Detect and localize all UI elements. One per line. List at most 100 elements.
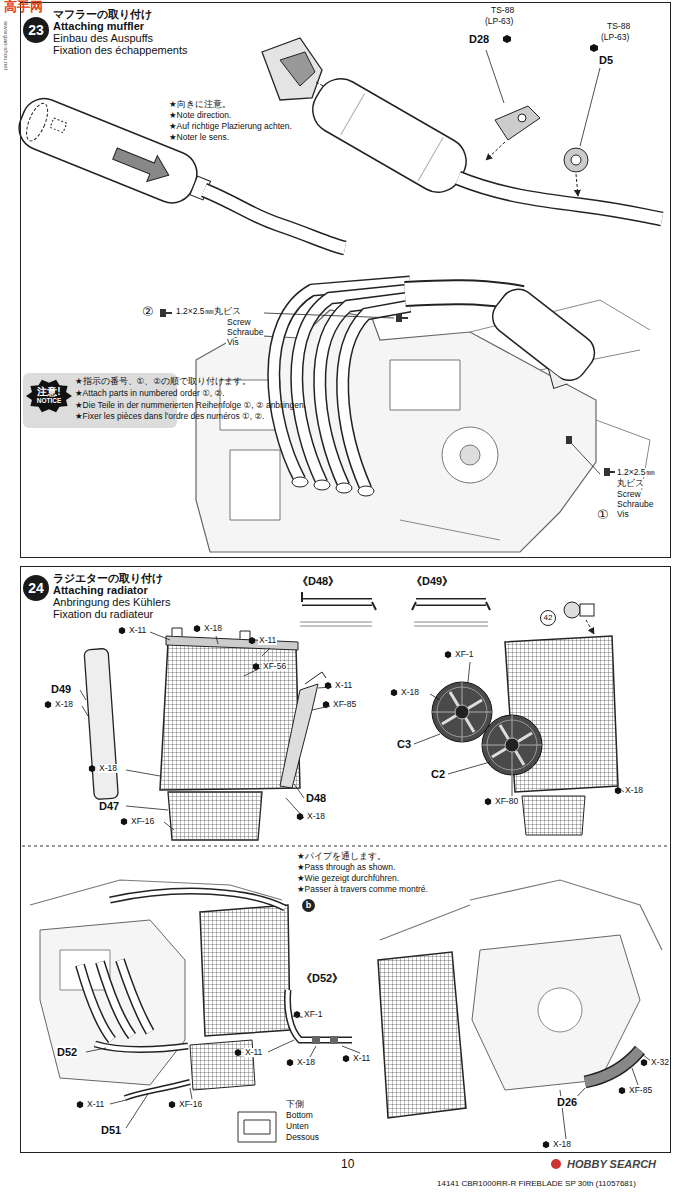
paint-mark	[77, 1101, 83, 1108]
leader-line	[126, 1094, 148, 1128]
paint-code: XF-1	[303, 1010, 323, 1019]
step-order-number: ①	[596, 508, 610, 522]
note-text: ★Note direction.	[168, 111, 232, 120]
paint-code: TS-88	[606, 22, 631, 31]
leader-line	[150, 632, 170, 640]
leader-line	[286, 798, 304, 818]
leader-line	[80, 690, 86, 700]
leader-line	[294, 784, 304, 798]
note-text: Screw	[616, 490, 642, 499]
paint-mark	[119, 627, 125, 634]
part-callout: 42	[540, 610, 556, 626]
paint-mark	[485, 798, 491, 805]
part-number: D48	[305, 792, 327, 804]
paint-code: X-18	[306, 812, 326, 821]
leader-line	[216, 636, 218, 644]
part-number: D26	[556, 1096, 578, 1108]
note-text: ★Noter le sens.	[168, 133, 230, 142]
paint-code: X-18	[296, 1058, 316, 1067]
part-number: D5	[598, 54, 614, 66]
paint-code: XF-56	[262, 662, 287, 671]
paint-mark	[615, 787, 621, 794]
paint-code: X-11	[258, 636, 277, 645]
paint-code: X-11	[334, 681, 353, 690]
note-text: ★Passer à travers comme montré.	[296, 885, 429, 894]
part-number: C3	[396, 738, 412, 750]
footer-text: 14141 CBR1000RR-R FIREBLADE SP 30th (110…	[436, 1180, 637, 1189]
leader-line	[448, 762, 490, 774]
leader-line	[126, 806, 168, 810]
paint-code: XF-1	[454, 650, 474, 659]
paint-mark	[89, 765, 95, 772]
leader-line	[572, 444, 600, 474]
step-title: Fixation des échappements	[53, 44, 188, 56]
step-number-text: 23	[28, 23, 44, 37]
page-number: 10	[340, 1158, 355, 1171]
paint-code: X-32	[650, 1058, 670, 1067]
notice-badge: 注意!NOTICE	[26, 379, 72, 413]
note-text: Vis	[226, 338, 240, 347]
note-text: Unten	[285, 1122, 310, 1131]
step-title: Attaching radiator	[53, 584, 148, 596]
step-title: Attaching muffler	[53, 20, 144, 32]
leader-line	[264, 313, 394, 318]
step-title: Einbau des Auspuffs	[53, 32, 153, 44]
note-text: ★パイプを通します。	[296, 852, 387, 861]
step-number: 23	[23, 17, 49, 43]
notice-text: ★指示の番号、①、②の順で取り付けます。	[75, 377, 173, 387]
notice-label: 注意!	[37, 387, 60, 398]
part-number: 《D48》	[296, 575, 340, 587]
leader-line	[190, 1088, 192, 1099]
note-text: 下側	[285, 1100, 305, 1109]
leader-line	[268, 1040, 294, 1052]
paint-code: X-18	[400, 688, 420, 697]
note-text: ★Wie gezeigt durchführen.	[296, 874, 400, 883]
leader-line	[486, 50, 504, 103]
step-number: 24	[23, 575, 49, 601]
paint-code: X-18	[552, 1140, 572, 1149]
paint-code: TS-88	[490, 6, 515, 15]
paint-code: X-18	[54, 700, 74, 709]
part-number: D49	[50, 683, 72, 695]
starburst-shape	[26, 380, 72, 412]
leader-line	[580, 68, 600, 146]
paint-code: X-11	[128, 626, 147, 635]
leader-line	[342, 1046, 360, 1053]
watermark: 高手网	[3, 0, 44, 14]
notice-box: ★指示の番号、①、②の順で取り付けます。 ★Attach parts in num…	[23, 373, 177, 428]
leader-line	[164, 822, 174, 830]
leader-line	[468, 662, 470, 682]
paint-mark	[45, 701, 51, 708]
notice-text: ★Attach parts in numbered order ①, ②.	[75, 389, 173, 399]
note-text: Vis	[616, 510, 630, 519]
leader-line	[262, 648, 270, 656]
note-text: ★Pass through as shown.	[296, 863, 396, 872]
notice-text: ★Fixer les pièces dans l'ordre des numér…	[75, 412, 173, 422]
leader-line	[414, 734, 440, 744]
paint-mark	[235, 1049, 241, 1056]
leader-line	[616, 786, 624, 792]
paint-code: X-11	[352, 1054, 371, 1063]
leader-line	[310, 1046, 316, 1057]
paint-mark	[343, 1055, 349, 1062]
paint-code: XF-16	[130, 817, 155, 826]
leader-line	[430, 694, 440, 700]
watermark: www.gao-shou.net	[2, 20, 9, 71]
note-text: 1.2×2.5㎜丸ビス	[175, 307, 242, 316]
paint-mark	[287, 1059, 293, 1066]
leader-line	[126, 770, 160, 776]
step-title: Anbringung des Kühlers	[53, 596, 170, 608]
paint-mark	[543, 1141, 549, 1148]
note-text: Schraube	[226, 328, 264, 337]
step-number-text: 24	[28, 581, 44, 595]
part-number: D28	[468, 33, 490, 45]
watermark: HOBBY SEARCH	[566, 1158, 657, 1170]
part-number: D47	[98, 800, 120, 812]
note-text: ★向きに注意。	[168, 100, 232, 109]
part-number: D51	[100, 1124, 122, 1136]
part-number: 《D52》	[300, 972, 344, 984]
part-number: 《D49》	[410, 575, 454, 587]
leader-line	[632, 1068, 638, 1085]
step-panel: マフラーの取り付けAttaching mufflerEinbau des Aus…	[20, 2, 671, 558]
